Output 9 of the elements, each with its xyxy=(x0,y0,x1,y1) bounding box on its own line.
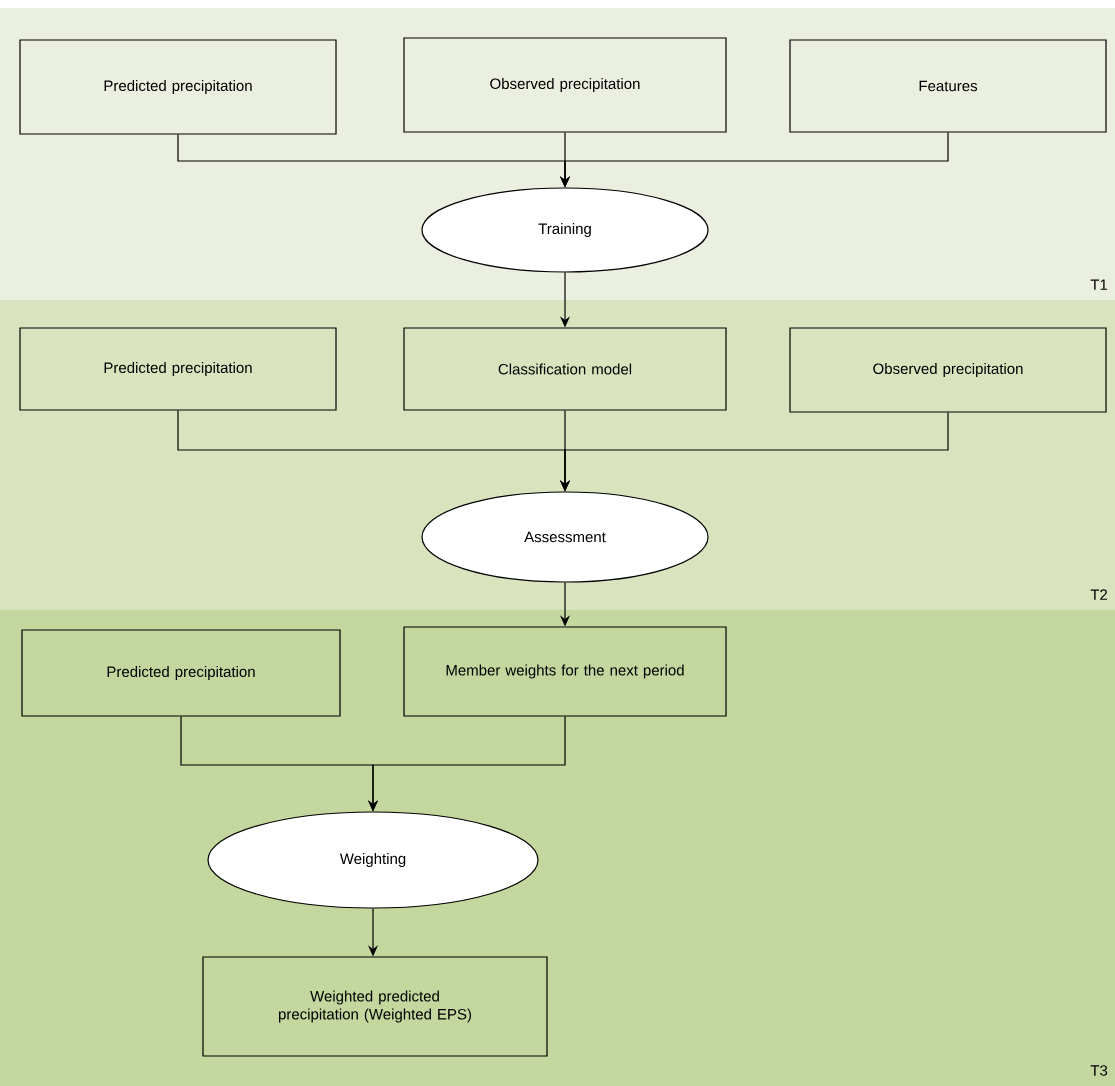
process-box: Observed precipitation xyxy=(403,37,727,133)
process-box: Member weights for the next period xyxy=(403,626,727,717)
process-box: Predicted precipitation xyxy=(19,327,337,411)
process-box: Predicted precipitation xyxy=(21,629,341,717)
process-box: Predicted precipitation xyxy=(19,39,337,135)
process-box: Features xyxy=(789,39,1107,133)
process-box: Classification model xyxy=(403,327,727,411)
process-box: Observed precipitation xyxy=(789,327,1107,413)
process-box: Weighted predicted precipitation (Weighted EPS) xyxy=(202,956,548,1057)
